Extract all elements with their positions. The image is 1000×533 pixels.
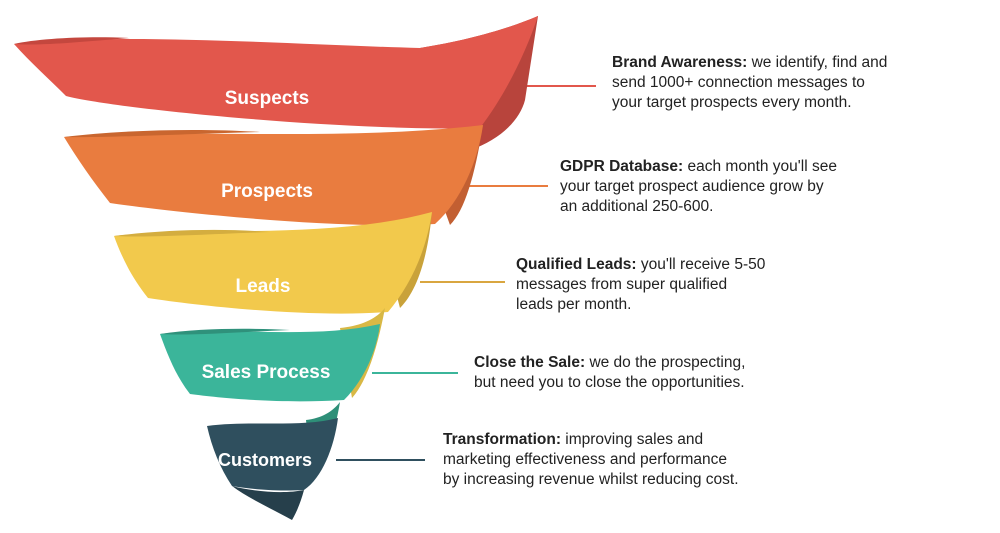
description-text: messages from super qualified — [516, 276, 728, 293]
description-text: by increasing revenue whilst reducing co… — [443, 471, 739, 488]
description-heading: Transformation: — [443, 431, 561, 448]
description-text: leads per month. — [516, 296, 632, 313]
stage-label-sales-process: Sales Process — [202, 362, 331, 383]
stage-label-suspects: Suspects — [225, 88, 309, 109]
description-text: an additional 250-600. — [560, 198, 714, 215]
stage-label-customers: Customers — [218, 450, 312, 470]
description-heading: Brand Awareness: — [612, 54, 748, 71]
description-text: we identify, find and — [751, 54, 888, 71]
description-prospects: GDPR Database: each month you'll see you… — [560, 157, 837, 217]
description-text: you'll receive 5-50 — [640, 256, 766, 273]
description-heading: GDPR Database: — [560, 158, 684, 175]
description-text: your target prospects every month. — [612, 94, 852, 111]
description-text: marketing effectiveness and performance — [443, 451, 728, 468]
description-text: each month you'll see — [687, 158, 837, 175]
description-heading: Qualified Leads: — [516, 256, 637, 273]
description-text: send 1000+ connection messages to — [612, 74, 865, 91]
funnel-band-sales-process: Sales Process — [160, 308, 385, 402]
description-suspects: Brand Awareness: we identify, find and s… — [612, 53, 887, 113]
description-heading: Close the Sale: — [474, 354, 586, 371]
description-text: improving sales and — [565, 431, 704, 448]
funnel-band-leads: Leads — [114, 212, 432, 314]
description-customers: Transformation: improving sales and mark… — [443, 430, 739, 490]
description-text: we do the prospecting, — [589, 354, 746, 371]
description-leads: Qualified Leads: you'll receive 5-50 mes… — [516, 255, 765, 315]
funnel-band-prospects: Prospects — [64, 125, 483, 226]
funnel-band-suspects: Suspects — [14, 16, 538, 150]
description-text: but need you to close the opportunities. — [474, 374, 745, 391]
stage-label-leads: Leads — [236, 276, 291, 297]
description-sales-process: Close the Sale: we do the prospecting, b… — [474, 353, 745, 393]
description-text: your target prospect audience grow by — [560, 178, 824, 195]
funnel-band-customers: Customers — [207, 402, 340, 520]
stage-label-prospects: Prospects — [221, 181, 313, 202]
